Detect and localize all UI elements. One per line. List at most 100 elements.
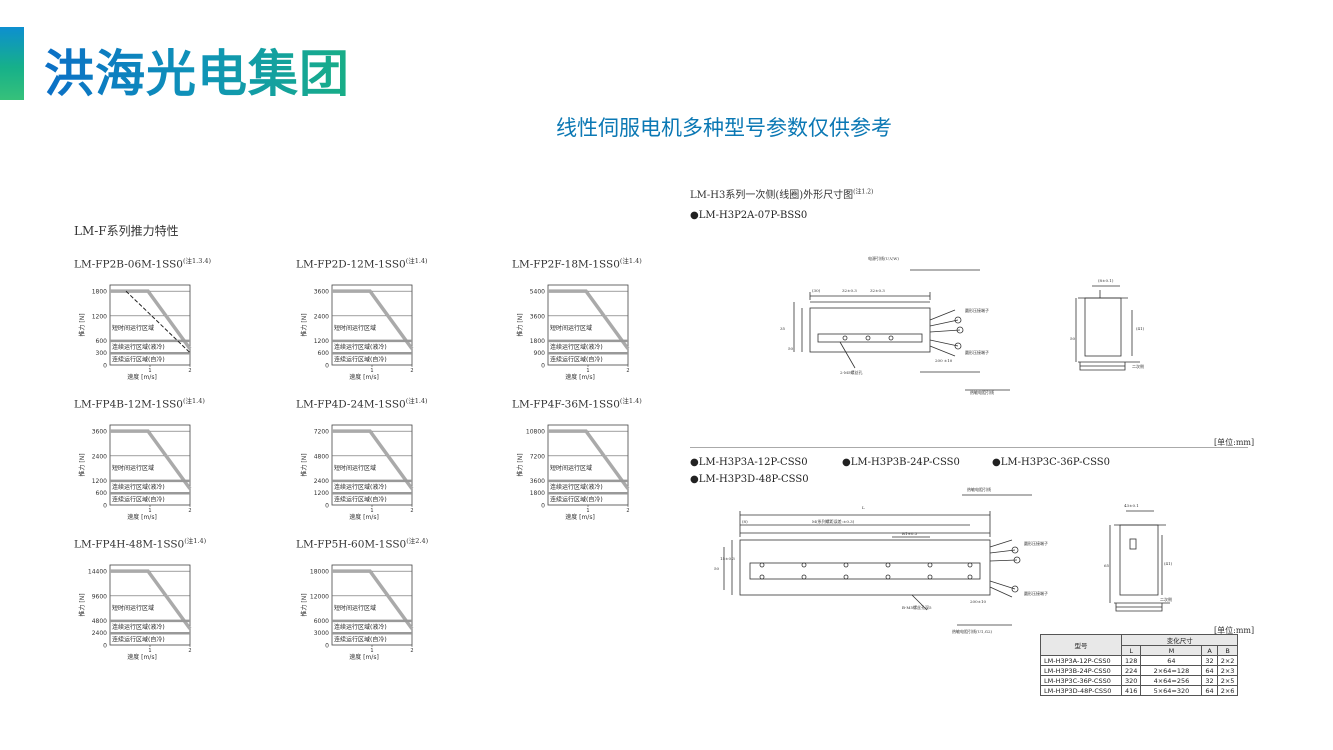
- y-tick-label: 4800: [92, 618, 107, 625]
- y-tick-label: 1800: [530, 490, 545, 497]
- x-tick-label: 2: [188, 648, 191, 654]
- x-tick-label: 2: [410, 648, 413, 654]
- y-tick-label: 300: [96, 350, 108, 357]
- y-tick-label: 5400: [530, 289, 545, 296]
- col-b: B: [1216, 645, 1239, 656]
- y-tick-label: 7200: [530, 453, 545, 460]
- svg-text:32±0.3: 32±0.3: [870, 288, 885, 293]
- region-liquid-label: 连续运行区域(液冷): [334, 623, 387, 631]
- x-axis-label: 速度 [m/s]: [349, 513, 379, 521]
- region-short-label: 短时间运行区域: [112, 464, 154, 472]
- svg-text:二次侧: 二次侧: [1132, 363, 1144, 369]
- y-axis-label: 推力 [N]: [78, 313, 86, 336]
- page-subtitle: 线性伺服电机多种型号参数仅供参考: [556, 116, 892, 140]
- chart-note: (注1.4): [619, 397, 642, 405]
- cell: 5×64=320: [1140, 685, 1203, 696]
- cell: 64: [1140, 655, 1203, 666]
- y-tick-label: 600: [318, 350, 330, 357]
- table-row: LM-H3P3B-24P-CSS0 224 2×64=128 64 2×3: [1040, 665, 1239, 676]
- chart-svg: 3600240012006000短时间运行区域连续运行区域(液冷)连续运行区域(…: [78, 424, 192, 521]
- cell: 128: [1120, 655, 1142, 666]
- max-thrust-curve: [332, 289, 414, 350]
- chart-svg: 1800012000600030000短时间运行区域连续运行区域(液冷)连续运行…: [300, 564, 414, 661]
- svg-text:35: 35: [780, 326, 786, 331]
- right-section-title: LM-H3系列一次侧(线圈)外形尺寸图(注1.2): [690, 186, 873, 201]
- max-thrust-curve: [110, 569, 192, 630]
- x-tick-label: 1: [148, 368, 151, 374]
- svg-text:200 ±10: 200 ±10: [935, 358, 953, 363]
- col-m: M: [1140, 645, 1203, 656]
- chart-title: LM-FP4B-12M-1SS0(注1.4): [74, 395, 205, 411]
- y-tick-label: 1200: [92, 313, 107, 320]
- y-axis-label: 推力 [N]: [516, 313, 524, 336]
- region-short-label: 短时间运行区域: [334, 604, 376, 612]
- svg-text:二次侧: 二次侧: [1160, 596, 1172, 602]
- x-tick-label: 1: [148, 648, 151, 654]
- chart-model: LM-FP2F-18M-1SS0: [512, 258, 620, 271]
- right-title-note: (注1.2): [853, 188, 874, 196]
- x-axis-label: 速度 [m/s]: [127, 653, 157, 661]
- max-thrust-curve: [110, 289, 192, 350]
- svg-text:2-M5螺丝孔: 2-M5螺丝孔: [840, 369, 863, 375]
- model-b-3: ●LM-H3P3C-36P-CSS0: [992, 457, 1111, 468]
- chart-model: LM-FP4B-12M-1SS0: [74, 398, 183, 411]
- x-tick-label: 2: [410, 508, 413, 514]
- x-tick-label: 1: [370, 508, 373, 514]
- max-thrust-curve: [548, 289, 630, 350]
- region-liquid-label: 连续运行区域(液冷): [334, 343, 387, 351]
- svg-text:32±0.3: 32±0.3: [842, 288, 857, 293]
- col-a: A: [1201, 645, 1218, 656]
- svg-text:(8): (8): [742, 519, 748, 524]
- cell: LM-H3P3B-24P-CSS0: [1040, 665, 1122, 676]
- y-tick-label: 2400: [314, 313, 329, 320]
- cell: 224: [1120, 665, 1142, 676]
- table-row: LM-H3P3C-36P-CSS0 320 4×64=256 32 2×5: [1040, 675, 1239, 686]
- region-self-label: 连续运行区域(自冷): [550, 495, 603, 503]
- region-short-label: 短时间运行区域: [112, 324, 154, 332]
- model-b-4: ●LM-H3P3D-48P-CSS0: [690, 474, 809, 485]
- svg-text:50: 50: [788, 346, 794, 351]
- x-tick-label: 1: [586, 508, 589, 514]
- x-tick-label: 1: [148, 508, 151, 514]
- brand-title: 洪海光电集团: [44, 34, 350, 106]
- y-axis-label: 推力 [N]: [78, 593, 86, 616]
- svg-text:50: 50: [1070, 336, 1076, 341]
- svg-text:热敏电阻引线(U1,G2): 热敏电阻引线(U1,G2): [952, 628, 992, 634]
- spec-table: 型号 变化尺寸 L M A B LM-H3P3A-12P-CSS0 128 64…: [1040, 634, 1239, 696]
- region-self-label: 连续运行区域(自冷): [334, 635, 387, 643]
- region-liquid-label: 连续运行区域(液冷): [334, 483, 387, 491]
- cell: 2×6: [1216, 685, 1239, 696]
- x-tick-label: 2: [626, 508, 629, 514]
- svg-text:热敏电阻引线: 热敏电阻引线: [967, 486, 991, 492]
- cell: 2×5: [1216, 675, 1239, 686]
- svg-text:(41): (41): [1136, 326, 1145, 331]
- col-model-header: 型号: [1040, 634, 1122, 656]
- chart-title: LM-FP2B-06M-1SS0(注1.3.4): [74, 255, 211, 271]
- svg-text:L: L: [862, 505, 865, 510]
- y-tick-label: 900: [534, 350, 546, 357]
- region-self-label: 连续运行区域(自冷): [112, 635, 165, 643]
- unit-b: [单位:mm]: [1214, 626, 1255, 635]
- chart-svg: 180012006003000短时间运行区域连续运行区域(液冷)连续运行区域(自…: [78, 284, 192, 381]
- model-b-2: ●LM-H3P3B-24P-CSS0: [842, 457, 960, 468]
- x-axis-label: 速度 [m/s]: [127, 513, 157, 521]
- chart-model: LM-FP4F-36M-1SS0: [512, 398, 620, 411]
- cell: LM-H3P3C-36P-CSS0: [1040, 675, 1122, 686]
- y-tick-label: 600: [96, 338, 108, 345]
- svg-text:电源引线(U,V,W): 电源引线(U,V,W): [868, 255, 899, 261]
- region-short-label: 短时间运行区域: [112, 604, 154, 612]
- region-liquid-label: 连续运行区域(液冷): [112, 623, 165, 631]
- region-self-label: 连续运行区域(自冷): [334, 355, 387, 363]
- x-tick-label: 2: [410, 368, 413, 374]
- max-thrust-curve: [332, 429, 414, 490]
- region-self-label: 连续运行区域(自冷): [550, 355, 603, 363]
- y-tick-label: 2400: [314, 478, 329, 485]
- svg-text:圆形压接端子: 圆形压接端子: [965, 307, 989, 313]
- y-tick-label: 1200: [314, 338, 329, 345]
- y-axis-label: 推力 [N]: [300, 313, 308, 336]
